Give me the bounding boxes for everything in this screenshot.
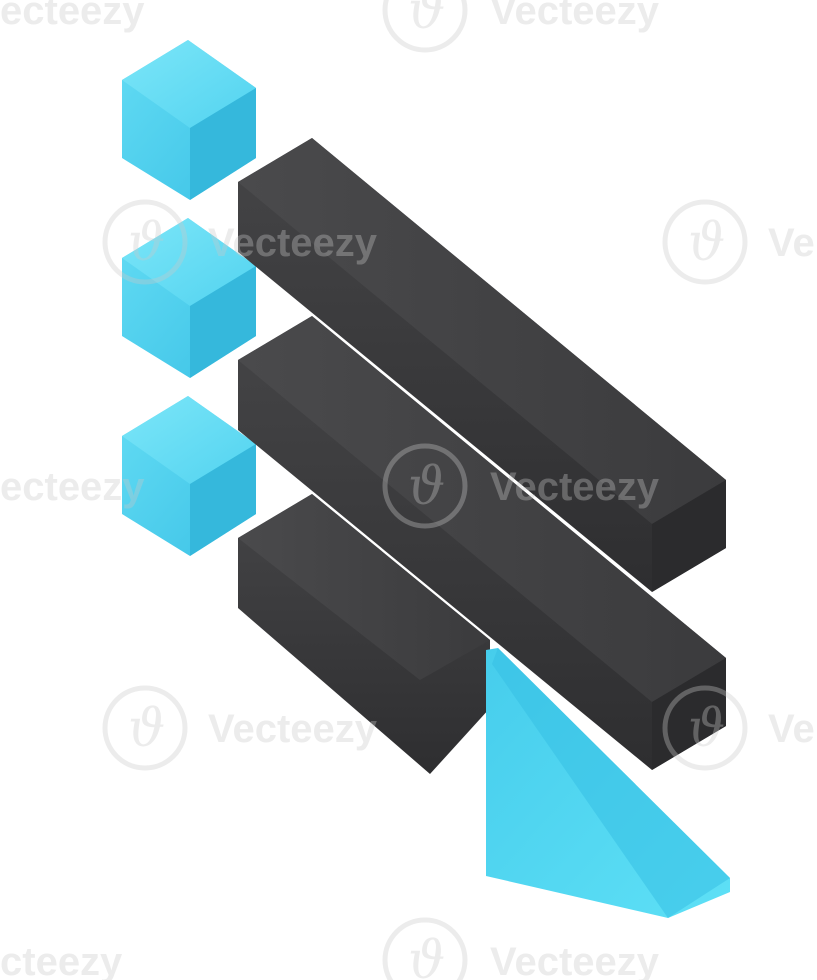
svg-text:Vecteezy: Vecteezy bbox=[208, 707, 378, 751]
svg-text:ϑ: ϑ bbox=[408, 0, 445, 41]
svg-text:ϑ: ϑ bbox=[688, 213, 725, 273]
svg-text:Vecteezy: Vecteezy bbox=[490, 0, 660, 33]
svg-text:Ve: Ve bbox=[768, 221, 815, 265]
svg-text:ϑ: ϑ bbox=[688, 699, 725, 759]
svg-text:Vecteezy: Vecteezy bbox=[490, 940, 660, 980]
svg-text:ϑ: ϑ bbox=[128, 213, 165, 273]
list-bar-icon bbox=[238, 494, 490, 774]
cube-bullet-icon bbox=[122, 396, 256, 556]
svg-text:Vecteezy: Vecteezy bbox=[490, 465, 660, 509]
svg-text:ϑ: ϑ bbox=[408, 931, 445, 980]
svg-text:ϑ: ϑ bbox=[128, 699, 165, 759]
list-bar-icon bbox=[238, 138, 726, 592]
cube-bullet-icon bbox=[122, 218, 256, 378]
svg-text:Vecteezy: Vecteezy bbox=[208, 221, 378, 265]
svg-text:ecteezy: ecteezy bbox=[0, 465, 145, 509]
svg-text:ϑ: ϑ bbox=[408, 457, 445, 517]
cube-bullet-icon bbox=[122, 40, 256, 200]
svg-text:Ve: Ve bbox=[768, 707, 815, 751]
cursor-arrow-icon bbox=[486, 648, 730, 918]
list-bar-icon bbox=[238, 316, 726, 770]
svg-text:ecteezy: ecteezy bbox=[0, 0, 145, 33]
svg-text:cteezy: cteezy bbox=[0, 940, 123, 980]
